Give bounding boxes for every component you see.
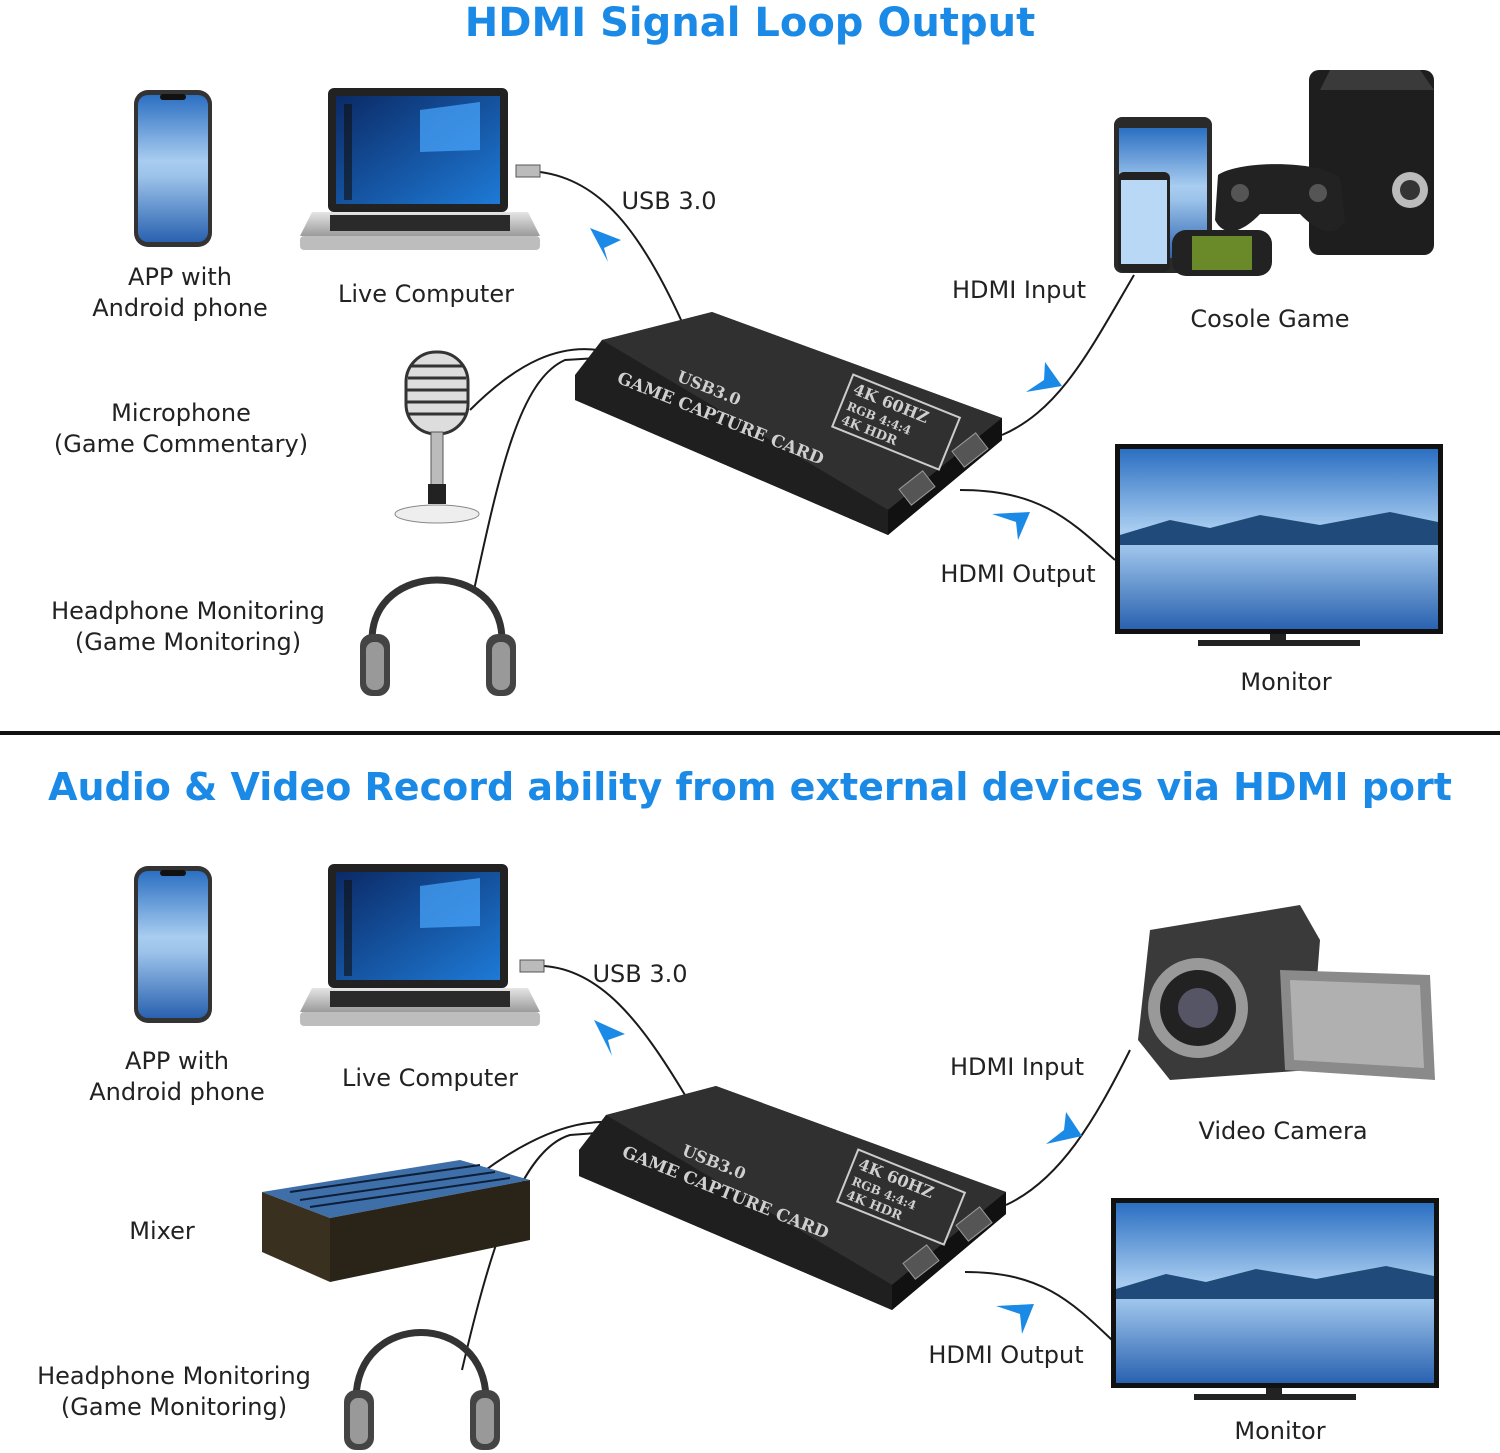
microphone-icon bbox=[394, 350, 480, 524]
microphone-label: Microphone (Game Commentary) bbox=[50, 398, 312, 460]
headphone-label-line2: (Game Monitoring) bbox=[74, 628, 302, 656]
game-console-icon bbox=[1114, 70, 1434, 276]
headphones-icon bbox=[360, 576, 516, 696]
headphones-icon bbox=[344, 1329, 500, 1450]
microphone-label-line1: Microphone bbox=[111, 399, 251, 427]
hdmi-output-arrow bbox=[996, 1304, 1034, 1334]
hdmi-input-label: HDMI Input bbox=[951, 276, 1087, 304]
hdmi-output-cable bbox=[964, 1271, 1113, 1341]
laptop-icon bbox=[300, 88, 540, 250]
hdmi-output-cable bbox=[959, 489, 1116, 561]
hdmi-output-arrow bbox=[992, 512, 1030, 540]
phone-label: APP with Android phone bbox=[80, 262, 280, 324]
monitor-label: Monitor bbox=[1234, 1417, 1326, 1445]
hdmi-input-label: HDMI Input bbox=[949, 1053, 1085, 1081]
monitor-label: Monitor bbox=[1240, 668, 1332, 696]
hdmi-output-label: HDMI Output bbox=[940, 560, 1096, 588]
capture-card-icon: USB3.0 GAME CAPTURE CARD 4K 60HZ RGB 4:4… bbox=[579, 1086, 1006, 1310]
usb-label: USB 3.0 bbox=[592, 960, 688, 988]
capture-card-icon: USB3.0 GAME CAPTURE CARD 4K 60HZ RGB 4:4… bbox=[575, 312, 1002, 535]
usb-arrow bbox=[590, 228, 621, 262]
phone-label-line2: Android phone bbox=[92, 294, 268, 322]
cables bbox=[469, 171, 1135, 591]
mixer-icon bbox=[262, 1160, 530, 1282]
hdmi-input-cable bbox=[1005, 1049, 1131, 1206]
phone-label-line2: Android phone bbox=[89, 1078, 265, 1106]
smartphone-icon bbox=[134, 866, 212, 1023]
usb-plug bbox=[519, 959, 545, 973]
mixer-label: Mixer bbox=[112, 1216, 212, 1247]
section-2-title: Audio & Video Record ability from extern… bbox=[48, 765, 1452, 809]
hdmi-output-label: HDMI Output bbox=[928, 1341, 1084, 1369]
headphone-label-line1: Headphone Monitoring bbox=[51, 597, 325, 625]
headphone-label: Headphone Monitoring (Game Monitoring) bbox=[26, 1361, 322, 1423]
camcorder-icon bbox=[1138, 905, 1435, 1080]
computer-label: Live Computer bbox=[338, 280, 514, 308]
monitor-icon bbox=[1111, 1198, 1439, 1400]
usb-cable bbox=[539, 171, 683, 323]
smartphone-icon bbox=[134, 90, 212, 247]
mixer-label-line1: Mixer bbox=[129, 1217, 195, 1245]
source-label: Video Camera bbox=[1198, 1117, 1368, 1145]
arrow-icon bbox=[594, 1020, 1082, 1334]
monitor-icon bbox=[1115, 444, 1443, 646]
headphone-label-line2: (Game Monitoring) bbox=[60, 1393, 288, 1421]
headphone-label-line1: Headphone Monitoring bbox=[37, 1362, 311, 1390]
hdmi-input-cable bbox=[1001, 274, 1135, 436]
usb-plug bbox=[515, 164, 541, 178]
headphone-label: Headphone Monitoring (Game Monitoring) bbox=[40, 596, 336, 658]
computer-label: Live Computer bbox=[342, 1064, 518, 1092]
laptop-icon bbox=[300, 864, 540, 1026]
usb-arrow bbox=[594, 1020, 625, 1056]
section-1-title: HDMI Signal Loop Output bbox=[464, 0, 1036, 46]
arrow-icon bbox=[590, 228, 1062, 540]
mic-cable bbox=[469, 348, 599, 411]
phone-label-line1: APP with bbox=[125, 1047, 229, 1075]
section-1-artwork: USB3.0 GAME CAPTURE CARD 4K 60HZ RGB 4:4… bbox=[134, 70, 1443, 696]
microphone-label-line2: (Game Commentary) bbox=[53, 430, 309, 458]
section-2-artwork: USB3.0 GAME CAPTURE CARD 4K 60HZ RGB 4:4… bbox=[134, 864, 1439, 1450]
usb-cable bbox=[543, 965, 686, 1096]
hdmi-input-arrow bbox=[1026, 362, 1062, 392]
section-divider bbox=[0, 731, 1500, 735]
headphone-cable bbox=[473, 357, 599, 591]
hdmi-input-arrow bbox=[1046, 1112, 1082, 1144]
source-label: Cosole Game bbox=[1190, 305, 1350, 333]
usb-label: USB 3.0 bbox=[621, 187, 717, 215]
phone-label: APP with Android phone bbox=[77, 1046, 277, 1108]
phone-label-line1: APP with bbox=[128, 263, 232, 291]
